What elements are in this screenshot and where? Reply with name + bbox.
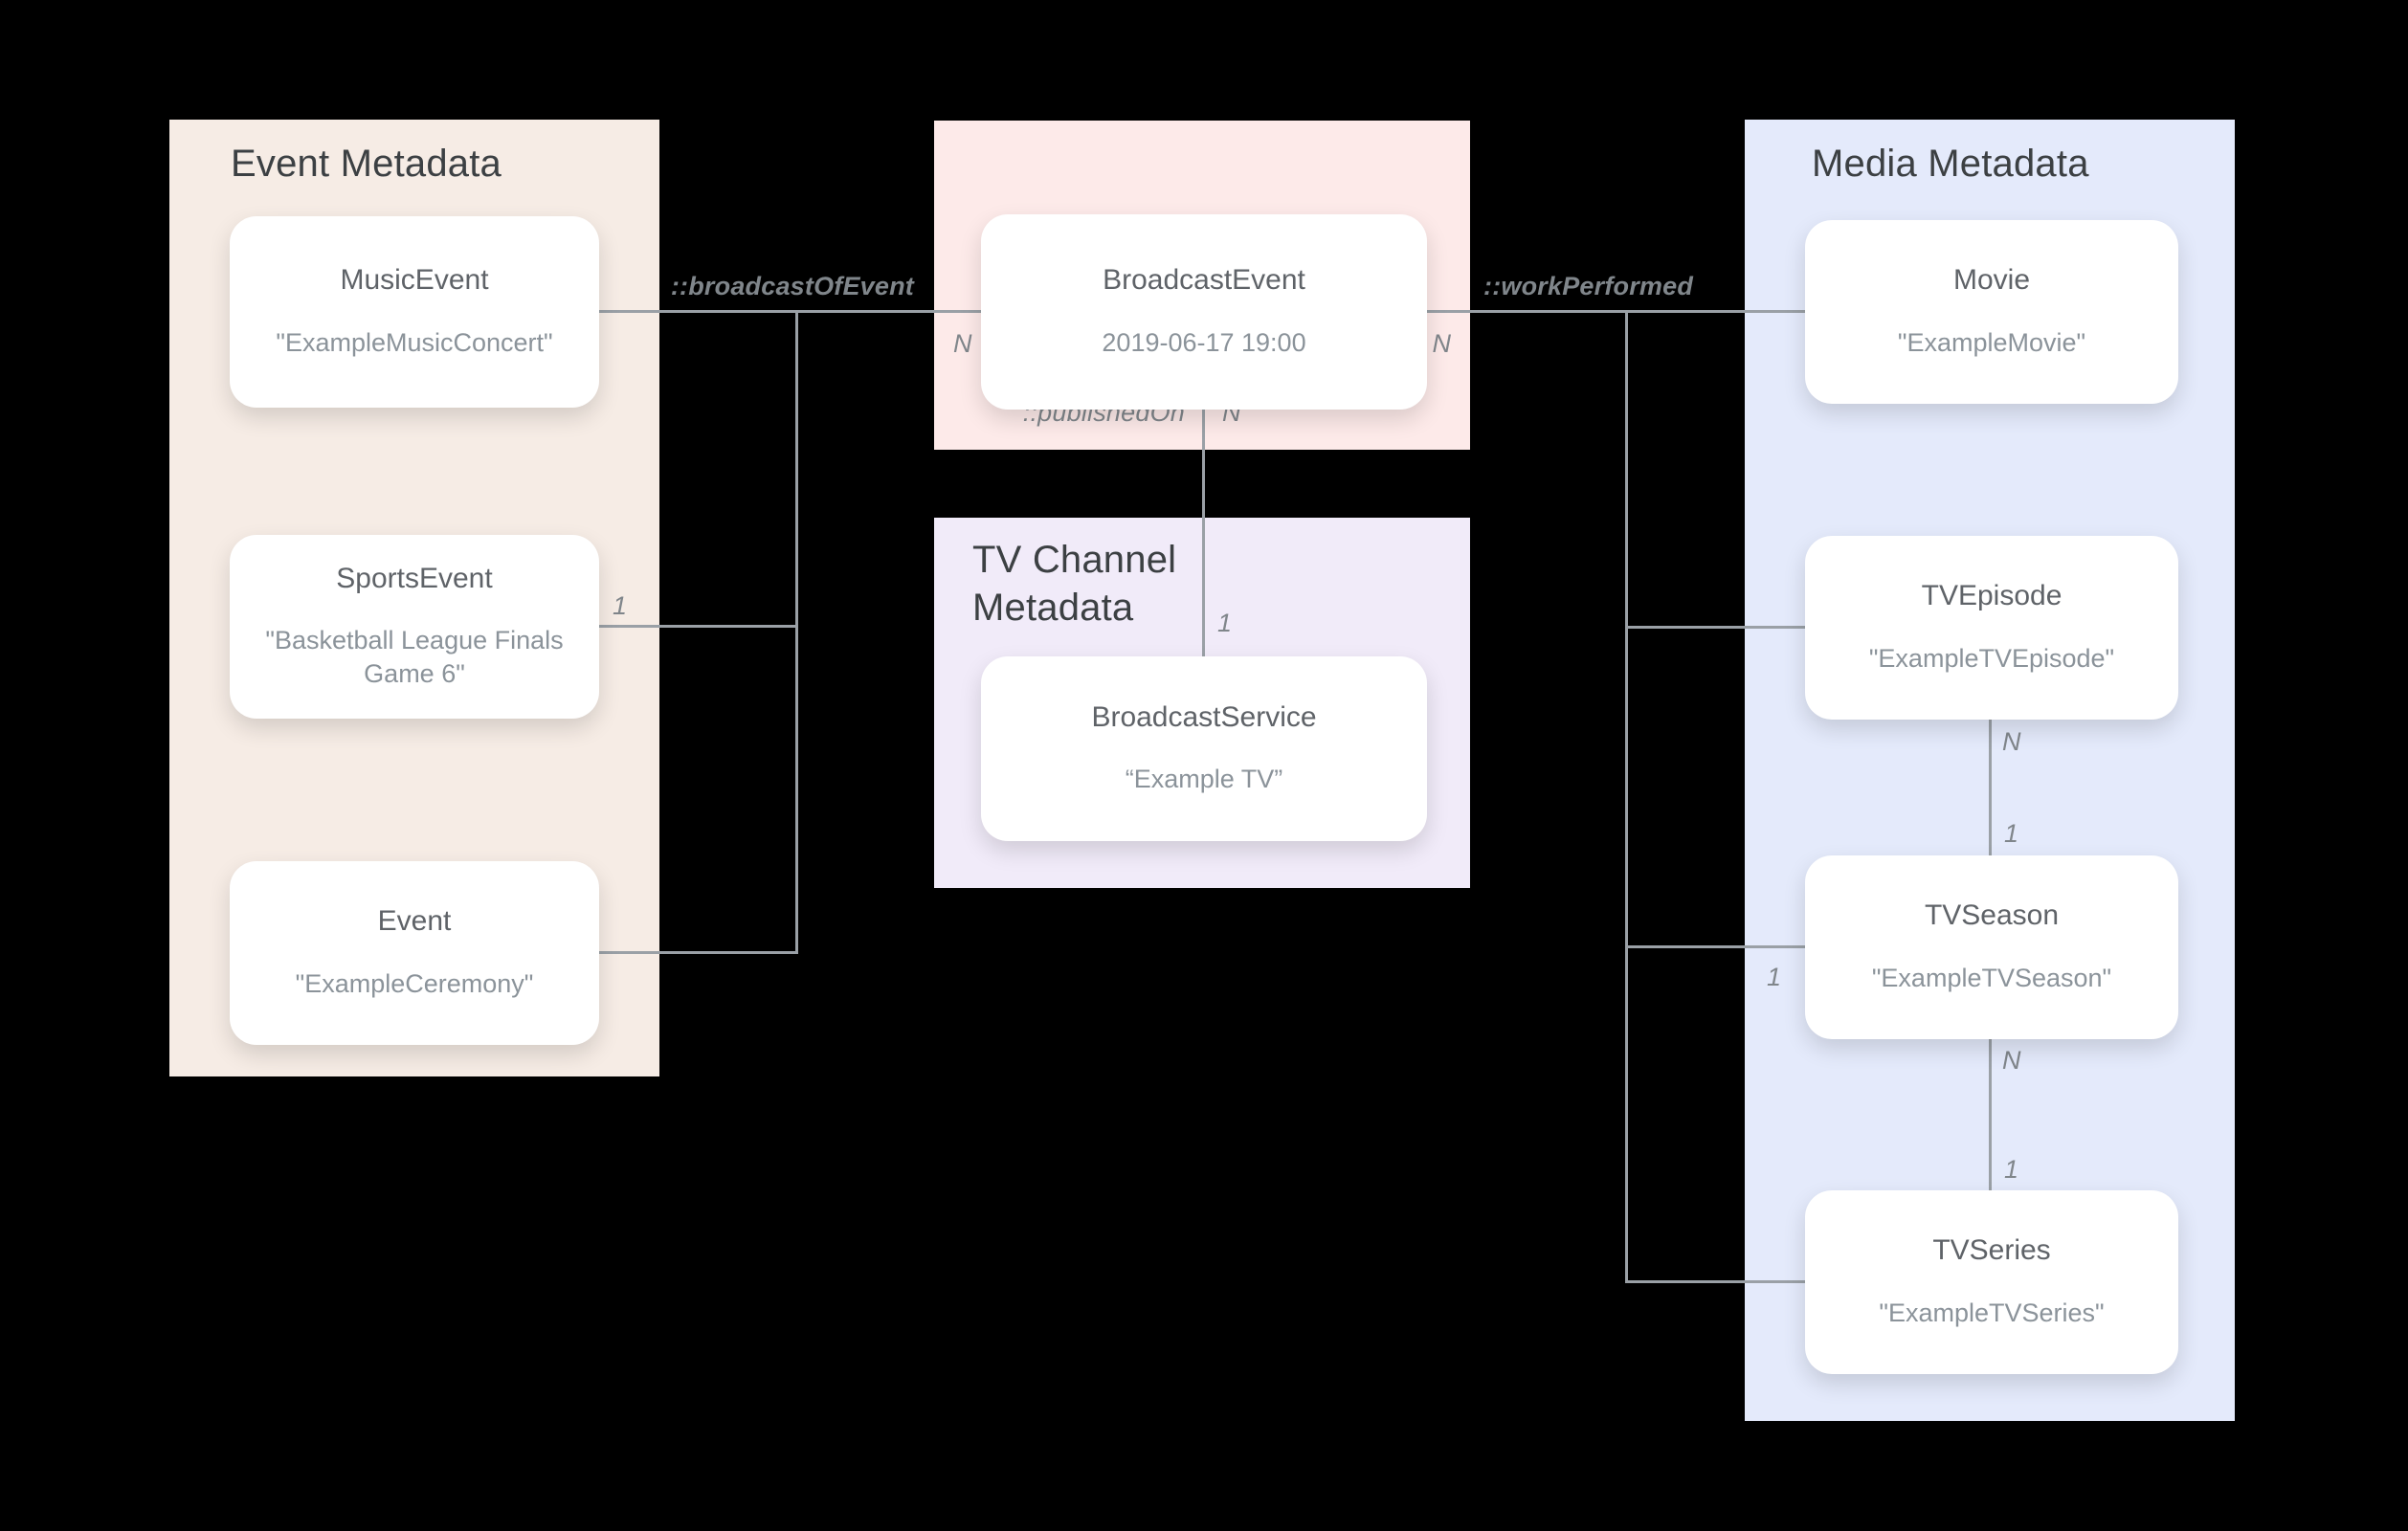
- card-title: MusicEvent: [340, 264, 489, 297]
- connector-season-series: [1989, 945, 1992, 1283]
- card-title: Event: [377, 905, 452, 938]
- cardinality-1-broadcast-service: 1: [1217, 609, 1233, 637]
- media-metadata-title: Media Metadata: [1812, 143, 2089, 185]
- connector-published-on: [1202, 312, 1205, 748]
- card-value: "Basketball League Finals Game 6": [265, 626, 564, 689]
- connector-tv-episode: [1625, 626, 1805, 629]
- card-title: TVEpisode: [1921, 580, 2062, 612]
- connector-left-vertical: [795, 310, 798, 954]
- sports-event-card: SportsEvent "Basketball League Finals Ga…: [230, 535, 599, 719]
- card-value: 2019-06-17 19:00: [1102, 327, 1306, 357]
- tv-season-card: TVSeason "ExampleTVSeason": [1805, 855, 2178, 1039]
- card-title: BroadcastService: [1091, 700, 1317, 733]
- connector-sports-event: [599, 625, 795, 628]
- cardinality-1-episode-season: 1: [2004, 819, 2019, 848]
- music-event-card: MusicEvent "ExampleMusicConcert": [230, 216, 599, 408]
- card-title: Movie: [1952, 264, 2031, 297]
- broadcast-event-card: BroadcastEvent 2019-06-17 19:00: [981, 214, 1427, 410]
- tv-episode-card: TVEpisode "ExampleTVEpisode": [1805, 536, 2178, 720]
- card-value: “Example TV”: [1125, 765, 1283, 794]
- cardinality-n-work-performed: N: [1432, 329, 1452, 358]
- tv-series-card: TVSeries "ExampleTVSeries": [1805, 1190, 2178, 1374]
- card-value: "ExampleTVSeason": [1871, 963, 2112, 992]
- connector-event: [599, 951, 795, 954]
- event-card: Event "ExampleCeremony": [230, 861, 599, 1045]
- card-value: "ExampleTVEpisode": [1868, 643, 2115, 673]
- movie-card: Movie "ExampleMovie": [1805, 220, 2178, 404]
- cardinality-n-broadcast-of-event: N: [953, 329, 972, 358]
- card-value: "ExampleTVSeries": [1879, 1298, 2105, 1327]
- cardinality-1-sports-event: 1: [613, 591, 628, 620]
- connector-tv-season: [1625, 945, 1805, 948]
- card-title: SportsEvent: [336, 562, 493, 594]
- tv-channel-metadata-title: TV Channel Metadata: [972, 539, 1177, 629]
- connector-episode-season: [1989, 626, 1992, 948]
- edge-label-broadcast-of-event: ::broadcastOfEvent: [670, 272, 914, 300]
- connector-right-vertical: [1625, 310, 1628, 1283]
- card-value: "ExampleMovie": [1897, 327, 2086, 357]
- card-value: "ExampleCeremony": [295, 968, 534, 998]
- card-title: TVSeason: [1924, 899, 2060, 932]
- cardinality-n-episode-season: N: [2002, 727, 2021, 756]
- edge-label-work-performed: ::workPerformed: [1483, 272, 1694, 300]
- cardinality-n-season-series: N: [2002, 1046, 2021, 1075]
- card-title: TVSeries: [1932, 1234, 2051, 1267]
- event-metadata-title: Event Metadata: [231, 143, 502, 185]
- cardinality-1-season-series: 1: [2004, 1155, 2019, 1184]
- connector-tv-series: [1625, 1280, 1805, 1283]
- cardinality-1-tv-season-left: 1: [1767, 963, 1782, 991]
- card-title: BroadcastEvent: [1103, 264, 1305, 297]
- card-value: "ExampleMusicConcert": [276, 327, 553, 357]
- broadcast-service-card: BroadcastService “Example TV”: [981, 656, 1427, 841]
